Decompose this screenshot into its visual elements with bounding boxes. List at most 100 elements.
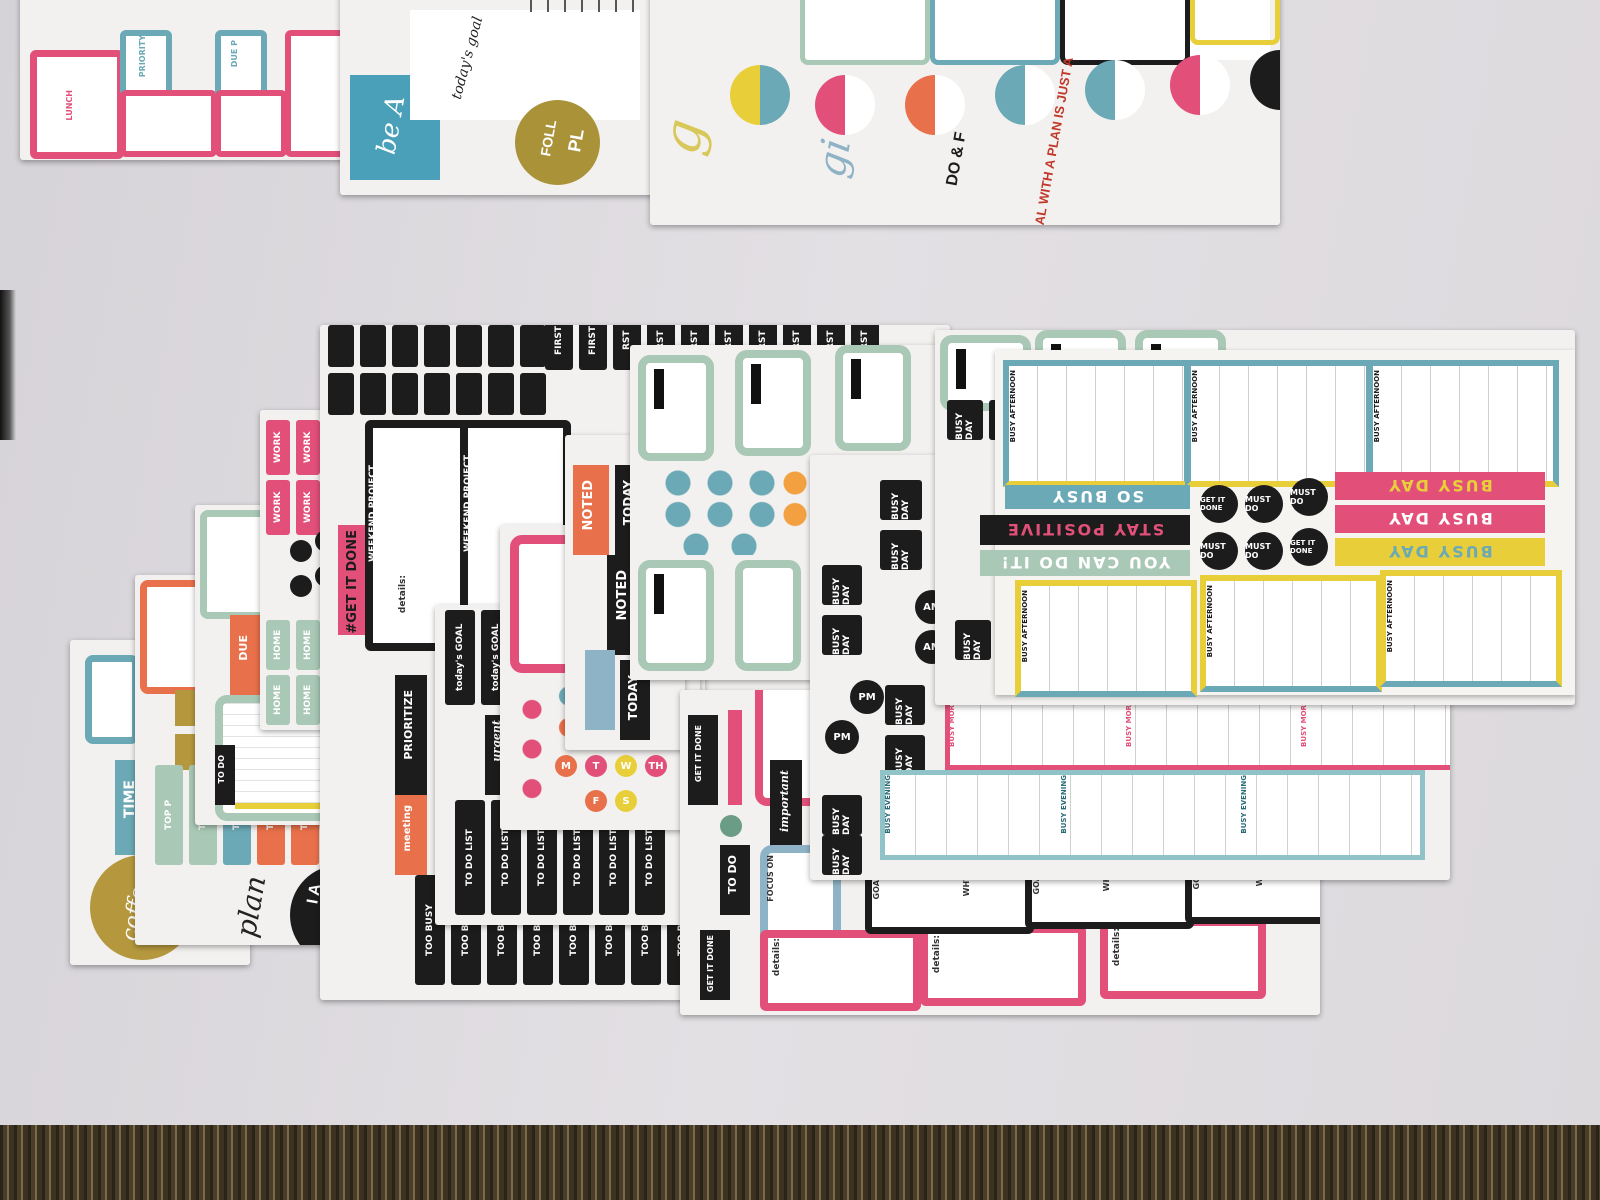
busy-day-tags-3: BUSY DAY [822,565,862,605]
details-text-c1: details: [772,938,782,977]
todays-goal-tag-1: today's GOAL [445,610,475,705]
due-label: DUE P [230,40,239,68]
busy-day-tags-1: BUSY DAY [880,480,922,520]
work-tags-2: WORK WORK [266,480,320,535]
busy-day-tags-2: BUSY DAY [880,530,922,570]
top-middle-sticker-sheet: be A today's goal FOLL PL [340,0,660,195]
priority-box [30,50,124,159]
busy-afternoon-text-2: BUSY AFTERNOON [1191,370,1199,443]
lunch-box-2 [215,90,287,157]
pink-details-box-1 [760,930,921,1011]
time-box-4 [638,560,714,671]
meeting-text: meeting [402,805,413,852]
day-th: TH [645,755,667,777]
time-box [85,655,139,744]
must-do-circle-3: MUST DO [1200,532,1238,570]
focus-box [285,30,350,157]
busy-day-tag-5: BUSY DAY [885,685,925,725]
busy-day-tag-d1: BUSY DAY [947,400,983,440]
home-tag-4: HOME [266,675,290,725]
home-tag-5: HOME [296,675,320,725]
important-tag [770,760,802,860]
sticker-circle-3 [905,75,965,135]
busy-evening-strip [880,770,1425,860]
busy-evening-text-2: BUSY EVENING [1060,775,1068,834]
time-box-5 [735,560,801,671]
get-it-done-circle-2: GET IT DONE [1290,528,1328,566]
todo-list-tag-1: TO DO LIST [455,800,485,915]
busy-day-tag-3: BUSY DAY [822,565,862,605]
prioritize-tag [395,675,427,795]
plan-script-text: plan [229,873,273,940]
pm-badge-2: PM [825,720,859,754]
busy-afternoon-text-1: BUSY AFTERNOON [1009,370,1017,443]
sticker-circle-5 [1085,60,1145,120]
sticker-circle-6 [1170,55,1230,115]
noted-text-2: NOTED [615,570,630,621]
teal-script-word: gi [808,135,861,181]
afternoon-block-3 [1367,360,1559,487]
details-text-c2: details: [932,935,942,974]
busy-afternoon-text-4: BUSY AFTERNOON [1021,590,1029,663]
sage-box [200,510,269,619]
carpet-floor [0,1125,1600,1200]
pink-details-box-2 [920,925,1086,1006]
busy-day-tags-6: BUSY DAY [885,735,925,775]
home-tag-1: HOME [266,620,290,670]
top-left-sticker-sheet: PRIORITY LUNCH DUE P [20,0,350,160]
busy-day-tags-8: BUSY DAY [822,835,862,875]
black-dot-1 [290,540,312,562]
busy-day-tag-1: BUSY DAY [880,480,922,520]
todo-text: TO DO [217,755,226,784]
home-tags-2: HOME HOME [266,675,320,725]
pink-bar [728,710,742,805]
plan-text: PL [564,127,588,154]
black-dot-3 [290,575,312,597]
first-tag-1: FIRST [545,325,573,370]
get-it-done-tag [338,525,370,635]
weekend-project-text-2: WEEKEND PROJECT [463,455,473,552]
afternoon-block-1 [1003,360,1190,487]
noted-tag-coral [573,465,609,555]
day-w: W [615,755,637,777]
sticker-circle-4 [995,65,1055,125]
busy-day-tag-2: BUSY DAY [880,530,922,570]
weekend-project-text-1: WEEKEND PROJECT [368,465,378,562]
busy-day-tags-4: BUSY DAY [822,615,862,655]
day-t: T [585,755,607,777]
today-text-2: TODAY [626,675,640,721]
work-tags: WORK WORK [266,420,320,475]
due-tag [230,615,260,695]
edge-shadow-mark [0,290,16,440]
todo-tag-c [720,845,750,915]
important-text: important [778,770,791,832]
busy-day-tags-7: BUSY DAY [822,795,862,835]
get-it-done-circle-1: GET IT DONE [1200,485,1238,523]
todays-goal-block [410,10,640,120]
busy-day-ribbon-1: BUSY DAY [1335,472,1545,500]
busy-day-ribbon-2: BUSY DAY [1335,505,1545,533]
get-it-done-text: #GET IT DONE [345,530,360,634]
busy-afternoon-text-5: BUSY AFTERNOON [1206,585,1214,658]
afternoon-block-6 [1380,570,1562,687]
work-tag-2: WORK [296,420,320,475]
work-tag-4: WORK [296,480,320,535]
todo-tag-c2 [700,930,730,1000]
busy-day-tag-6: BUSY DAY [885,735,925,775]
day-f: F [585,790,607,812]
must-do-circle-4: MUST DO [1245,532,1283,570]
top-priority-tag-1: TOP P [155,765,183,865]
busy-day-tag-4: BUSY DAY [822,615,862,655]
busy-day-tag-7: BUSY DAY [822,795,862,835]
focus-text: FOCUS ON [766,855,775,902]
time-box-3 [835,345,911,451]
phone-tags-row2 [328,373,546,415]
todo-text-c: TO DO [726,855,739,895]
sheet-c4-goal-why: GET IT DONE important TO DO FOCUS ON GET… [680,690,1320,1015]
details-text-c3: details: [1112,928,1122,967]
afternoon-block-5 [1200,575,1382,692]
busy-evening-text-1: BUSY EVENING [884,775,892,834]
sticker-circle-1 [730,65,790,125]
time-box-1 [638,355,714,461]
due-text: DUE [237,635,250,661]
